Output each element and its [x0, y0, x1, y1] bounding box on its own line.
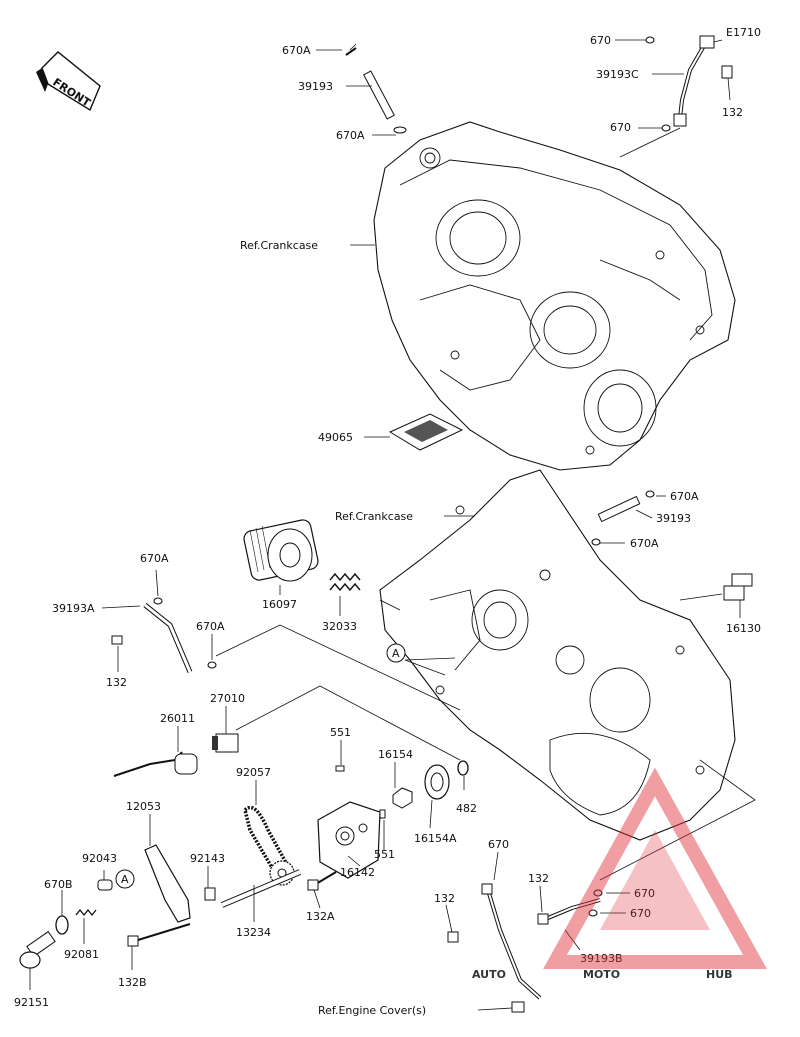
label-92043: 92043	[82, 852, 117, 865]
upper-crankcase	[373, 121, 736, 471]
part-16154-inner-rotor	[392, 787, 413, 809]
label-92057: 92057	[236, 766, 271, 779]
label-32033: 32033	[322, 620, 357, 633]
label-92151: 92151	[14, 996, 49, 1009]
part-32033-spring	[329, 572, 361, 592]
front-arrow-icon: FRONT	[36, 51, 101, 112]
label-670A-r2: 670A	[630, 537, 659, 550]
part-26011-lead	[113, 751, 198, 777]
callout-A-upper: A	[386, 643, 406, 663]
label-670-b3: 670	[630, 907, 651, 920]
label-ref-engine-cover: Ref.Engine Cover(s)	[318, 1004, 426, 1017]
label-670-tr2: 670	[610, 121, 631, 134]
part-551-pin-a	[335, 765, 345, 772]
watermark-logo-icon	[543, 767, 767, 969]
label-132A: 132A	[306, 910, 335, 923]
part-16142-oil-pump	[317, 801, 381, 879]
watermark-part2: MOTO	[583, 968, 620, 981]
label-13234: 13234	[236, 926, 271, 939]
label-39193B: 39193B	[580, 952, 623, 965]
part-92151-bolt	[19, 930, 56, 969]
label-670-b: 670	[488, 838, 509, 851]
label-670-tr1: 670	[590, 34, 611, 47]
leader-lines	[29, 39, 756, 1011]
label-ref-crankcase-upper: Ref.Crankcase	[240, 239, 318, 252]
callout-A-lower-label: A	[121, 873, 129, 886]
label-27010: 27010	[210, 692, 245, 705]
label-39193A: 39193A	[52, 602, 95, 615]
label-E1710: E1710	[726, 26, 761, 39]
label-670A-r1: 670A	[670, 490, 699, 503]
label-670A-top: 670A	[282, 44, 311, 57]
lower-crankcase	[379, 469, 736, 841]
label-132-tr: 132	[722, 106, 743, 119]
watermark-part3: HUB	[706, 968, 733, 981]
label-16154: 16154	[378, 748, 413, 761]
label-39193C: 39193C	[596, 68, 639, 81]
label-16130: 16130	[726, 622, 761, 635]
part-39193-pipe-top	[345, 43, 407, 134]
part-49065-plate	[388, 413, 464, 451]
label-12053: 12053	[126, 800, 161, 813]
label-92081: 92081	[64, 948, 99, 961]
label-551-b: 551	[374, 848, 395, 861]
label-16154A: 16154A	[414, 832, 457, 845]
label-670-b2: 670	[634, 887, 655, 900]
label-ref-crankcase-lower: Ref.Crankcase	[335, 510, 413, 523]
label-132B: 132B	[118, 976, 147, 989]
part-92143-collar	[204, 887, 216, 901]
part-16154A-outer-rotor	[424, 764, 450, 800]
label-132-l: 132	[106, 676, 127, 689]
part-labels: 670A 39193 670A Ref.Crankcase 49065 670 …	[14, 26, 761, 1017]
part-482-circlip	[457, 760, 469, 776]
label-132-b1: 132	[434, 892, 455, 905]
automotohub-watermark: AUTO MOTO HUB	[472, 767, 767, 981]
watermark-part1: AUTO	[472, 968, 506, 981]
label-132-b2: 132	[528, 872, 549, 885]
part-670B-o-ring	[55, 915, 69, 935]
part-39193C-pipe	[645, 35, 733, 132]
part-551-pin-b	[379, 809, 386, 819]
part-92043-pin	[97, 879, 113, 891]
label-16142: 16142	[340, 866, 375, 879]
label-92143: 92143	[190, 852, 225, 865]
label-670A-l2: 670A	[196, 620, 225, 633]
part-16130-sensor	[723, 573, 753, 601]
callout-A-lower: A	[115, 869, 135, 889]
label-49065: 49065	[318, 431, 353, 444]
part-12053-chain-guide	[144, 844, 191, 923]
part-132A-bolt	[307, 871, 337, 891]
label-670A-l: 670A	[140, 552, 169, 565]
label-670A-mid: 670A	[336, 129, 365, 142]
part-39193B-pipe	[447, 883, 603, 1013]
label-26011: 26011	[160, 712, 195, 725]
part-13234-shaft	[220, 869, 302, 908]
label-39193-r: 39193	[656, 512, 691, 525]
part-39193-pipe-right	[591, 490, 655, 546]
part-39193A-pipe	[111, 597, 217, 673]
label-16097: 16097	[262, 598, 297, 611]
label-482: 482	[456, 802, 477, 815]
label-670B: 670B	[44, 878, 73, 891]
part-132B-bolt	[127, 923, 191, 947]
label-39193-top: 39193	[298, 80, 333, 93]
part-16097-oil-filter	[243, 519, 319, 582]
part-27010-switch	[212, 733, 239, 753]
label-551-a: 551	[330, 726, 351, 739]
callout-A-upper-label: A	[392, 647, 400, 660]
part-92081-spring	[75, 908, 97, 917]
